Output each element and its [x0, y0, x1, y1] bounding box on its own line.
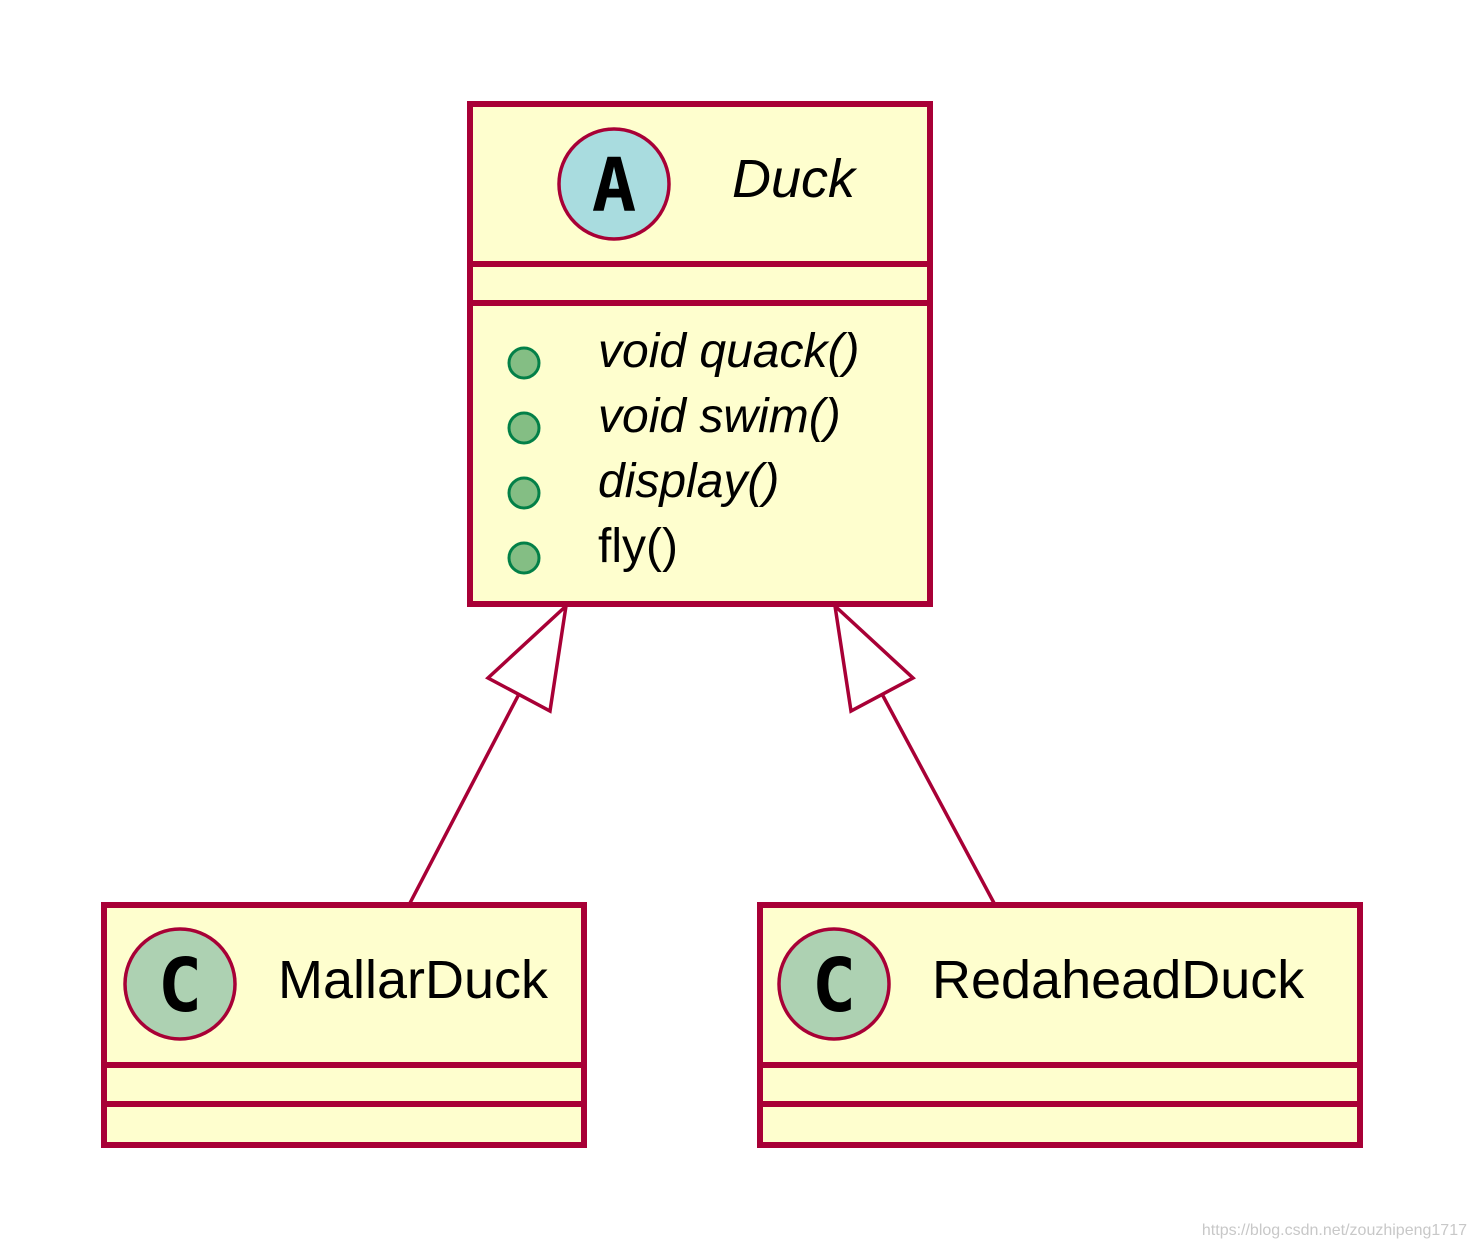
public-visibility-icon — [507, 411, 541, 445]
stereotype-letter: C — [812, 943, 857, 1029]
class-stereotype-icon — [123, 927, 237, 1041]
class-stereotype-icon — [777, 927, 891, 1041]
inheritance-edge-redahead-duck — [832, 601, 996, 904]
inheritance-arrowhead — [485, 601, 569, 714]
class-name: Duck — [732, 149, 858, 209]
watermark-url: https://blog.csdn.net/zouzhipeng1717 — [1201, 1222, 1467, 1239]
method-fly: fly() — [598, 520, 678, 573]
method-quack: void quack() — [598, 325, 859, 378]
class-name: MallarDuck — [278, 950, 549, 1010]
public-visibility-icon — [507, 541, 541, 575]
abstract-stereotype-icon — [557, 127, 671, 241]
inheritance-arrowhead — [832, 601, 916, 714]
stereotype-letter: A — [592, 143, 637, 229]
class-mallarduck[interactable]: C MallarDuck — [101, 902, 587, 1148]
method-swim: void swim() — [598, 390, 841, 443]
public-visibility-icon — [507, 346, 541, 380]
class-redaheadduck[interactable]: C RedaheadDuck — [757, 902, 1363, 1148]
public-visibility-icon — [507, 476, 541, 510]
class-duck[interactable]: A Duck void quack() void swim() display(… — [467, 101, 933, 607]
method-display: display() — [598, 455, 779, 508]
class-name: RedaheadDuck — [932, 950, 1305, 1010]
inheritance-edge-mallard-duck — [408, 601, 569, 904]
stereotype-letter: C — [158, 943, 203, 1029]
